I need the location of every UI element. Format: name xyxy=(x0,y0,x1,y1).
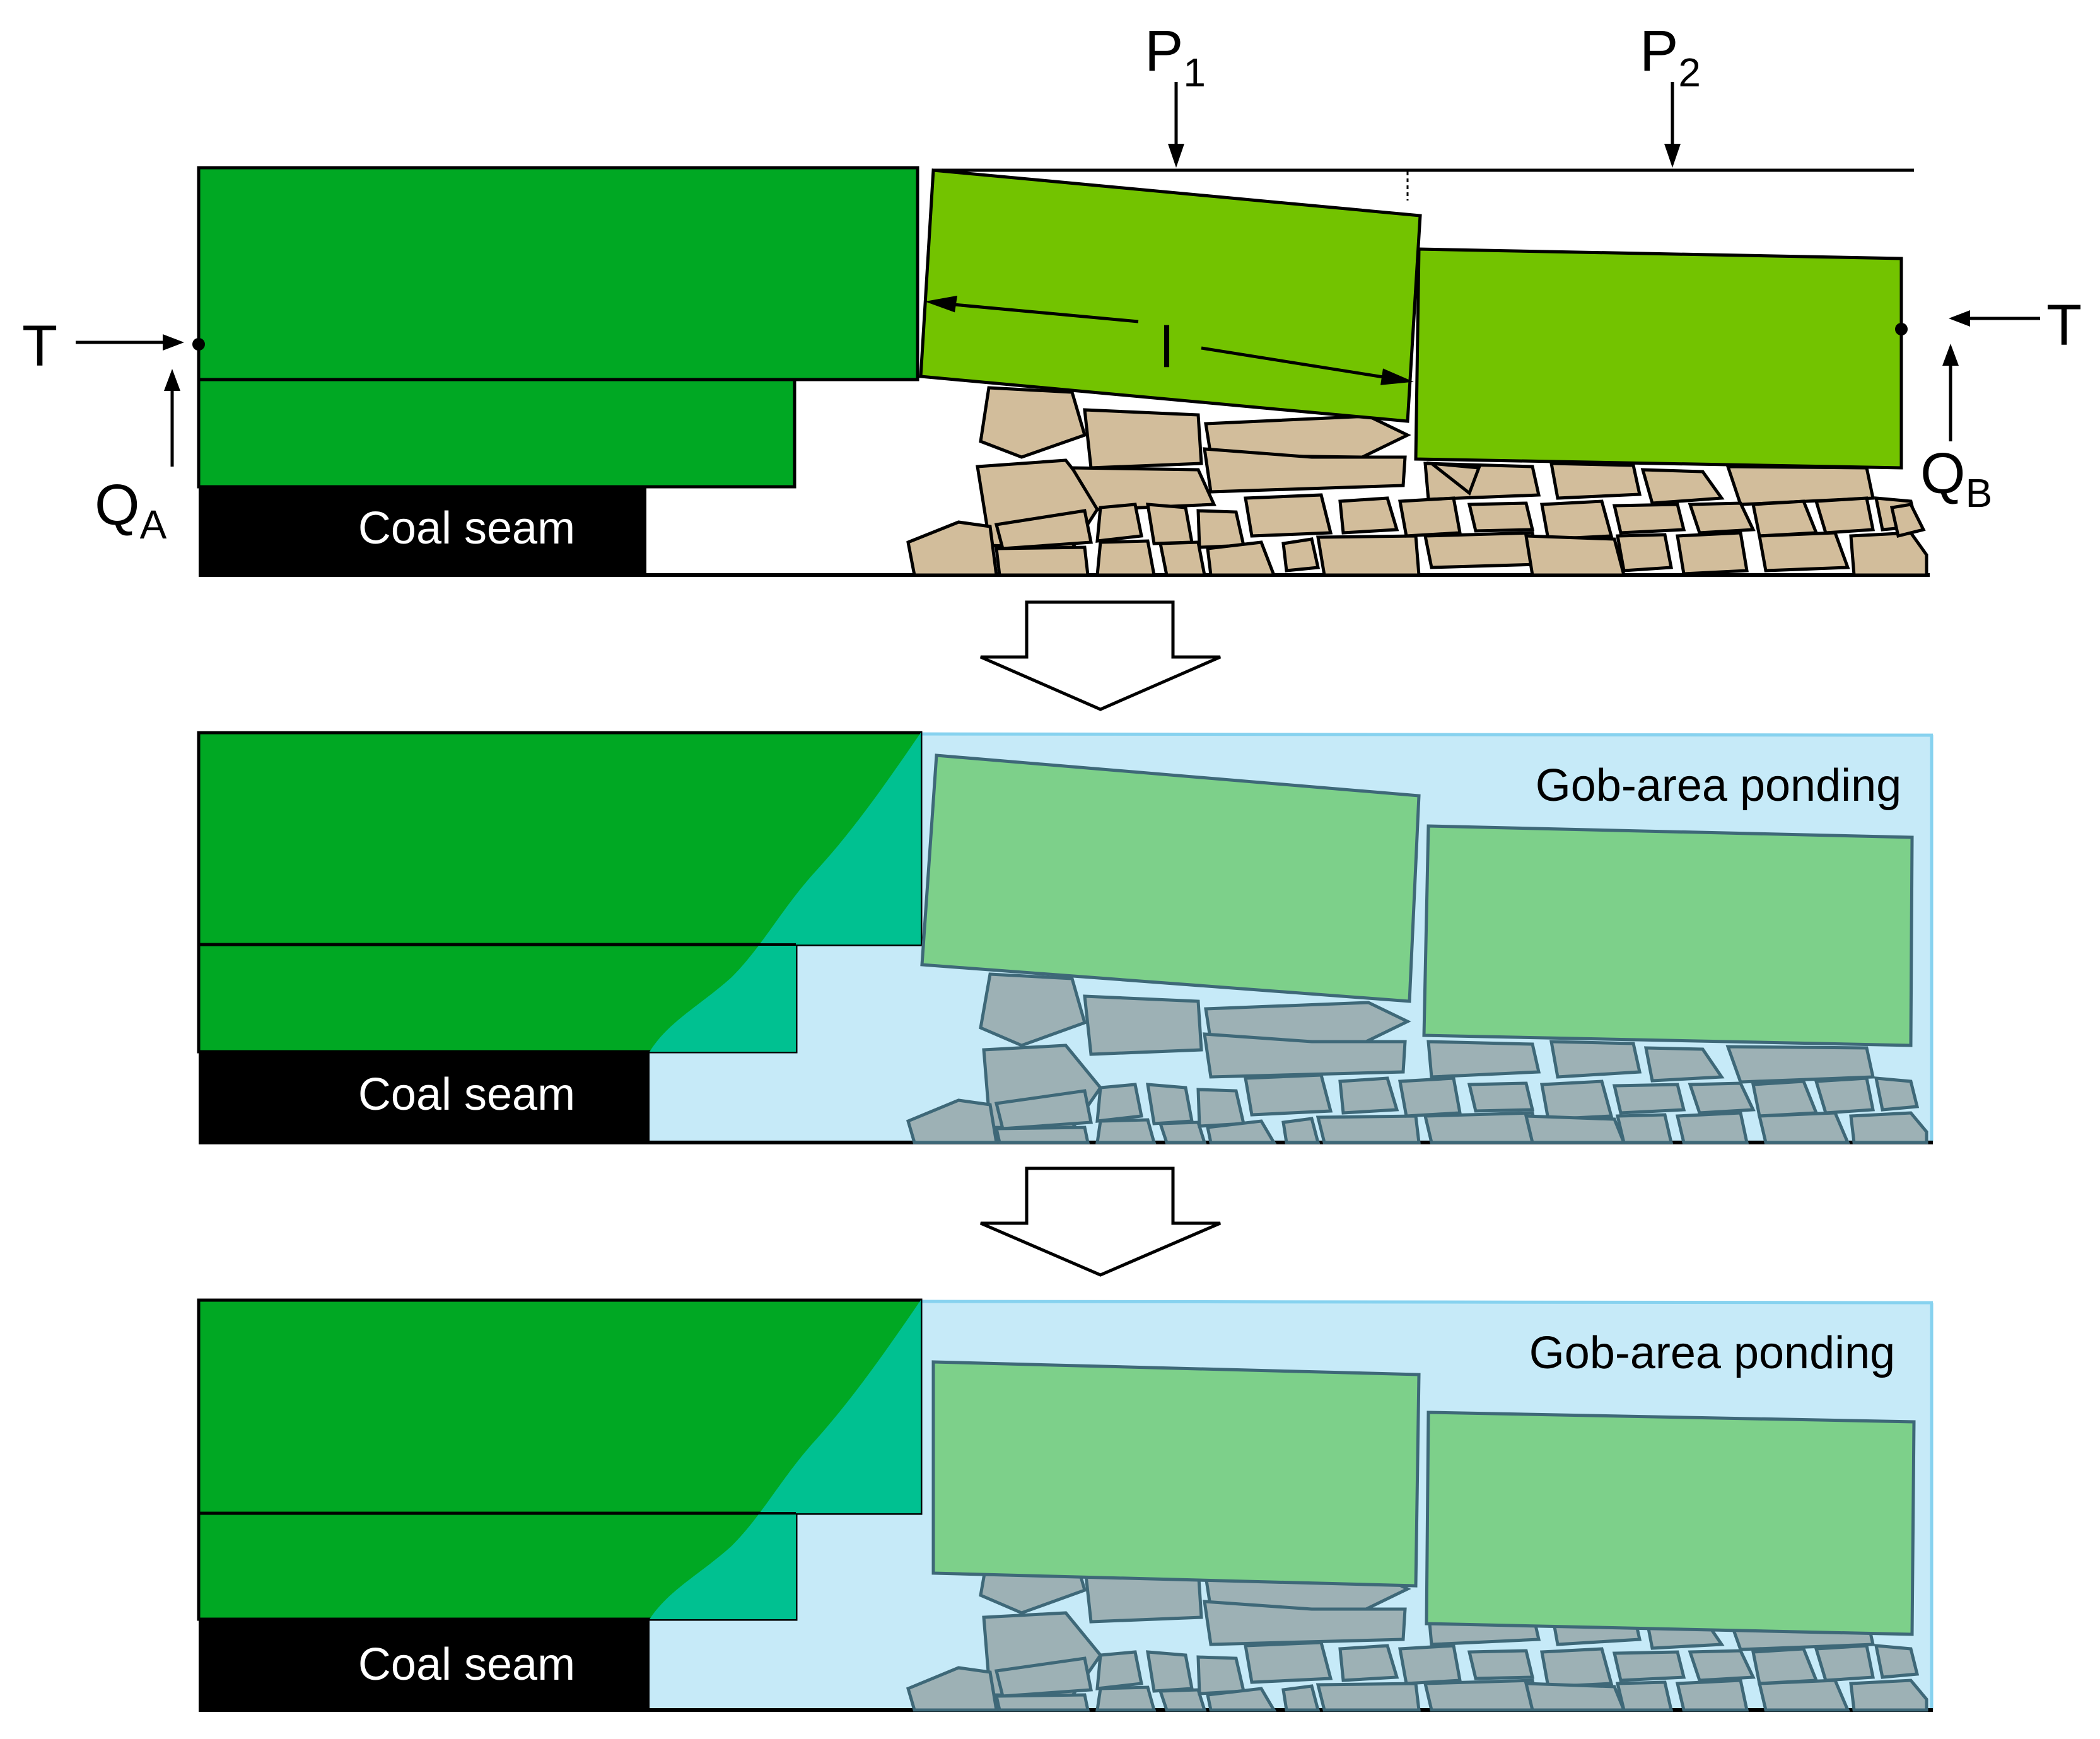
coal-seam-block xyxy=(199,487,646,575)
immediate-roof-layer xyxy=(197,1511,798,1621)
caved-rubble xyxy=(906,386,1928,577)
wetted-rock-zone xyxy=(650,733,921,1052)
water-surface-line xyxy=(920,1300,1934,1305)
key-block-2 xyxy=(1425,1410,1916,1636)
hinge-b-dot xyxy=(1895,323,1908,335)
water-surface-line xyxy=(920,732,1934,737)
panel-3: Coal seam xyxy=(197,1298,1934,1712)
coal-seam-label: Coal seam xyxy=(358,503,575,554)
key-block-2 xyxy=(1414,247,1903,470)
immediate-roof-layer xyxy=(197,378,796,489)
key-block-2 xyxy=(1422,824,1914,1047)
span-label: l xyxy=(1160,315,1173,380)
force-t-right-arrowhead xyxy=(1949,310,1970,327)
force-qb-arrowhead xyxy=(1942,344,1959,366)
key-block-1 xyxy=(919,168,1422,423)
panel-2: Coal seam xyxy=(197,731,1934,1144)
force-qa-arrowhead xyxy=(164,369,180,391)
panel-1: Coal seam xyxy=(22,19,2082,577)
stage-arrow-1 xyxy=(979,600,1222,711)
coal-seam-label: Coal seam xyxy=(358,1639,575,1690)
force-p1-arrowhead xyxy=(1168,144,1184,168)
force-qa-label: QA xyxy=(95,473,167,547)
wet-rubble xyxy=(906,972,1928,1144)
span-arrow xyxy=(925,295,1414,385)
force-p1-label: P1 xyxy=(1145,19,1206,95)
coal-seam-block xyxy=(199,1619,650,1710)
key-block-1 xyxy=(920,753,1421,1003)
key-block-1 xyxy=(931,1360,1421,1588)
main-roof-layer xyxy=(197,166,919,381)
force-t-right-label: T xyxy=(2046,293,2082,358)
ponding-label: Gob-area ponding xyxy=(1536,760,1901,811)
force-t-left-label: T xyxy=(22,314,57,378)
wetted-rock-zone xyxy=(650,1300,921,1619)
force-t-left-arrowhead xyxy=(163,334,184,351)
force-qb-label: QB xyxy=(1920,441,1992,516)
coal-seam-block xyxy=(199,1052,650,1143)
force-p2-label: P2 xyxy=(1640,19,1701,95)
ponding-label: Gob-area ponding xyxy=(1529,1328,1895,1378)
stage-arrow-2 xyxy=(980,1166,1221,1277)
force-p2-arrowhead xyxy=(1664,144,1681,168)
hinge-a-dot xyxy=(192,338,205,351)
coal-seam-label: Coal seam xyxy=(358,1069,575,1120)
